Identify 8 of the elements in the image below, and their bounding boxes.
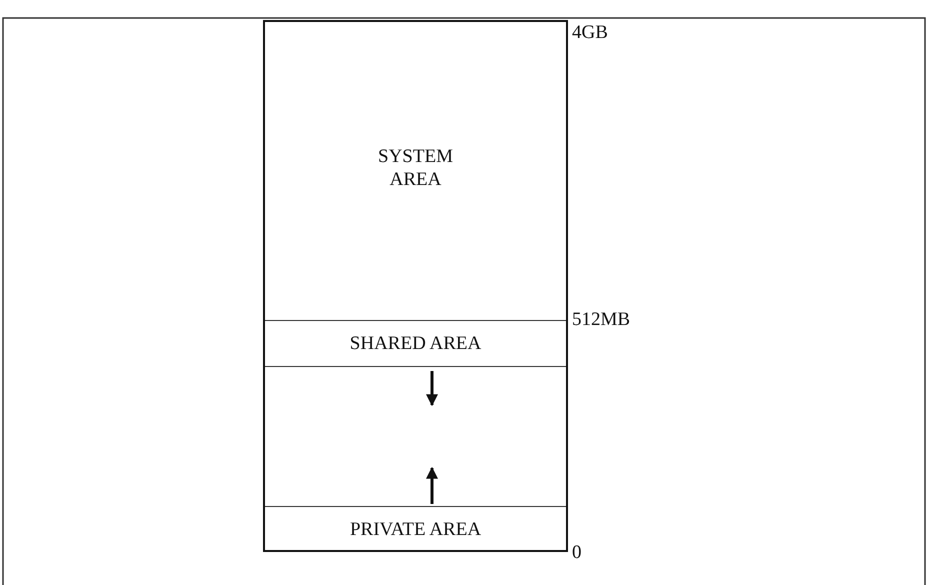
address-label: 4GB bbox=[572, 22, 608, 44]
memory-map-box bbox=[263, 20, 568, 552]
address-label: 512MB bbox=[572, 309, 630, 331]
area-label: PRIVATE AREA bbox=[348, 518, 482, 541]
area-label: SHARED AREA bbox=[348, 332, 482, 355]
memory-band bbox=[265, 366, 566, 506]
area-label: SYSTEM AREA bbox=[377, 145, 454, 191]
address-label: 0 bbox=[572, 542, 582, 564]
